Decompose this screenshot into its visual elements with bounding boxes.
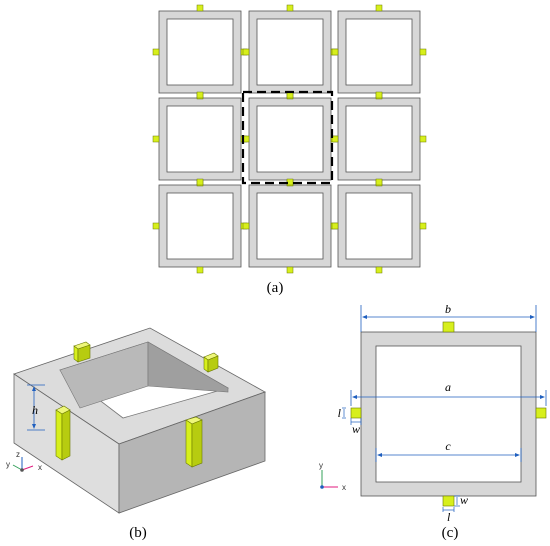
- lattice-connector: [196, 178, 204, 186]
- dim-bottom-connector: [442, 495, 460, 512]
- unit-cell-dashed-outline: [241, 90, 334, 185]
- axis-z-label-b: z: [16, 450, 20, 459]
- inner-wall-right: [147, 341, 229, 393]
- connector-left: [350, 407, 362, 419]
- dim-h: [27, 384, 45, 431]
- dim-h-label: h: [32, 403, 38, 417]
- lattice-connector: [242, 48, 250, 56]
- lattice-connector: [419, 48, 427, 56]
- connector-top: [442, 321, 455, 333]
- lattice-connector: [242, 222, 250, 230]
- lattice-connector: [331, 222, 339, 230]
- axis-triad-c: [320, 470, 338, 489]
- dim-b-label: b: [445, 302, 451, 316]
- lattice-cell: [248, 10, 332, 94]
- axis-triad-b: [12, 457, 34, 472]
- lattice-connector: [196, 4, 204, 12]
- dim-l-label-bottom: l: [447, 510, 451, 524]
- axis-y-label-b: y: [6, 460, 10, 469]
- lattice-cell: [248, 97, 332, 181]
- dim-left-connector: [342, 407, 362, 425]
- lattice-cell: [337, 10, 421, 94]
- dim-w-label-bottom: w: [460, 493, 468, 507]
- lattice-connector: [152, 222, 160, 230]
- lattice-cell: [248, 184, 332, 268]
- dim-b: [360, 305, 537, 332]
- lattice-connector: [286, 266, 294, 274]
- lattice-connector: [375, 91, 383, 99]
- panel-b-isometric: h z x y (b): [6, 327, 266, 541]
- dim-l-label-left: l: [338, 406, 342, 420]
- lattice-cell: [337, 184, 421, 268]
- connector-right: [535, 407, 547, 419]
- caption-b: (b): [129, 525, 147, 541]
- lattice-cell: [337, 97, 421, 181]
- lattice-connector: [152, 48, 160, 56]
- axis-y-label-c: y: [319, 461, 323, 470]
- iso-connector-back: [73, 341, 91, 363]
- dim-w-label-left: w: [352, 422, 360, 436]
- lattice-connector: [375, 178, 383, 186]
- lattice-connector: [331, 48, 339, 56]
- lattice-connector: [331, 135, 339, 143]
- axis-x-label-b: x: [38, 463, 42, 472]
- dim-a-label: a: [445, 380, 451, 394]
- lattice-cell: [158, 97, 242, 181]
- caption-a: (a): [267, 280, 284, 296]
- lattice-connector: [375, 266, 383, 274]
- lattice-connector: [419, 135, 427, 143]
- axis-x-label-c: x: [342, 483, 346, 492]
- dim-c: [375, 448, 522, 462]
- connector-bottom: [442, 495, 455, 507]
- lattice-connector: [196, 91, 204, 99]
- dim-c-label: c: [445, 439, 451, 453]
- panel-a-lattice: (a): [152, 4, 427, 296]
- panel-c-top-view: b a c l w: [319, 302, 547, 541]
- lattice-cells: [158, 10, 421, 268]
- lattice-connector: [375, 4, 383, 12]
- iso-connector-right: [203, 352, 219, 373]
- lattice-connector: [196, 266, 204, 274]
- lattice-connector: [419, 222, 427, 230]
- lattice-cell: [158, 184, 242, 268]
- caption-c: (c): [442, 525, 459, 541]
- lattice-cell: [158, 10, 242, 94]
- dim-a: [350, 390, 547, 406]
- lattice-connector: [152, 135, 160, 143]
- iso-connector-left: [55, 405, 71, 461]
- frame-inner: [375, 345, 522, 483]
- iso-connector-front: [185, 416, 203, 468]
- lattice-connector: [286, 4, 294, 12]
